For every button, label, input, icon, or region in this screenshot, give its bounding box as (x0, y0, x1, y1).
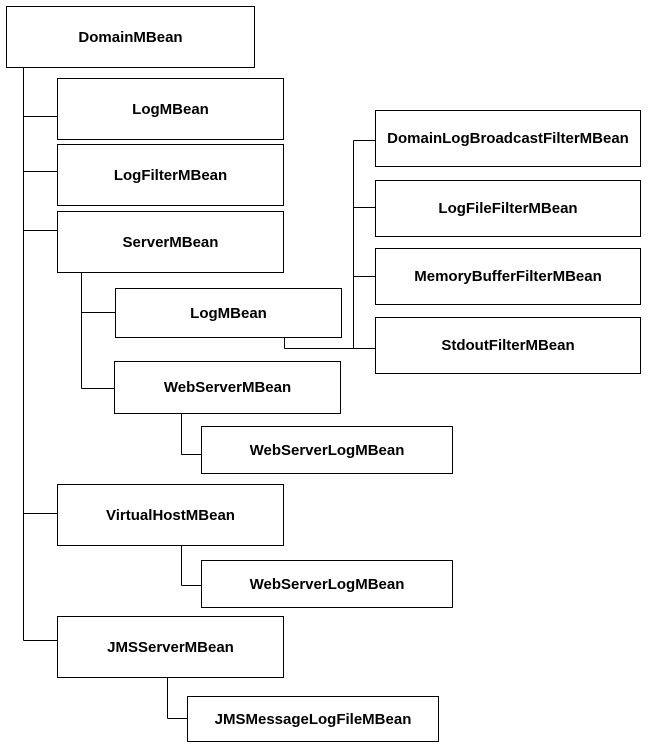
node-server-log-mbean: LogMBean (115, 288, 342, 338)
node-domain-log-broadcast-filter-mbean: DomainLogBroadcastFilterMBean (375, 110, 641, 167)
node-label: LogFileFilterMBean (438, 200, 578, 217)
node-label: JMSServerMBean (107, 638, 234, 656)
node-label: VirtualHostMBean (106, 506, 235, 524)
node-server-mbean: ServerMBean (57, 211, 284, 273)
node-label: LogFilterMBean (113, 166, 228, 184)
node-virtual-host-mbean: VirtualHostMBean (57, 484, 284, 546)
node-label: WebServerLogMBean (249, 441, 405, 459)
node-jms-message-log-file-mbean: JMSMessageLogFileMBean (187, 696, 439, 742)
node-web-server-log-mbean: WebServerLogMBean (201, 426, 453, 474)
node-log-mbean: LogMBean (57, 78, 284, 140)
node-label: JMSMessageLogFileMBean (214, 710, 412, 728)
node-label: WebServerMBean (163, 379, 292, 396)
node-web-server-mbean: WebServerMBean (114, 361, 341, 414)
node-label: DomainMBean (78, 28, 183, 46)
node-label: StdoutFilterMBean (441, 337, 575, 354)
node-log-file-filter-mbean: LogFileFilterMBean (375, 180, 641, 237)
node-stdout-filter-mbean: StdoutFilterMBean (375, 317, 641, 374)
node-domain-mbean: DomainMBean (6, 6, 255, 68)
node-label: LogMBean (132, 100, 209, 118)
node-virtual-host-log-mbean: WebServerLogMBean (201, 560, 453, 608)
node-label: MemoryBufferFilterMBean (414, 268, 602, 285)
node-log-filter-mbean: LogFilterMBean (57, 144, 284, 206)
node-label: LogMBean (190, 304, 267, 322)
node-label: ServerMBean (122, 233, 219, 251)
node-memory-buffer-filter-mbean: MemoryBufferFilterMBean (375, 248, 641, 305)
node-jms-server-mbean: JMSServerMBean (57, 616, 284, 678)
node-label: DomainLogBroadcastFilterMBean (387, 130, 629, 147)
node-label: WebServerLogMBean (249, 575, 405, 593)
